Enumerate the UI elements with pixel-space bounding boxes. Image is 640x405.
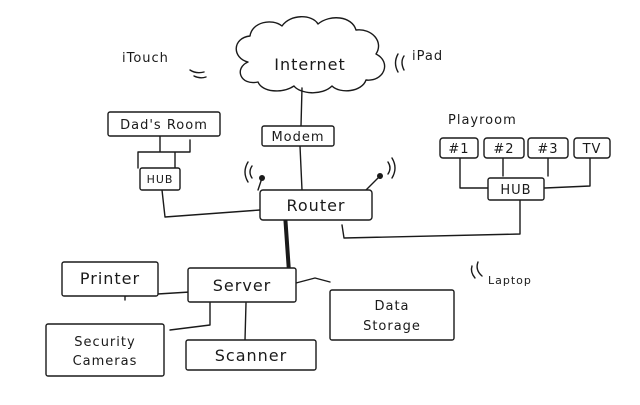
dads-room-links <box>137 135 191 169</box>
internet-modem-link <box>300 87 303 127</box>
device-2-box <box>483 137 525 159</box>
device-3-label: #3 <box>537 142 558 157</box>
wifi-waves <box>244 157 396 183</box>
data-storage-line2: Storage <box>363 319 421 334</box>
itouch-signal <box>189 69 207 79</box>
printer-box: Printer <box>61 261 159 297</box>
playroom-label: Playroom <box>448 113 517 128</box>
laptop-device: Laptop <box>470 261 532 287</box>
router-server-link <box>283 212 291 274</box>
router-left-hub-link <box>161 189 261 218</box>
modem-label: Modem <box>271 130 324 145</box>
internet-cloud: Internet <box>235 16 386 94</box>
internet-label: Internet <box>274 55 346 74</box>
dads-room-box: Dad's Room <box>107 111 221 137</box>
device-1-box <box>439 137 479 159</box>
laptop-signal <box>470 261 483 279</box>
server-scanner-link <box>244 302 247 341</box>
device-1-label: #1 <box>448 142 469 157</box>
device-3-box <box>527 137 569 159</box>
itouch-device: iTouch <box>122 51 207 79</box>
security-cameras-line1: Security <box>74 335 135 350</box>
security-cameras-line2: Cameras <box>73 354 138 369</box>
router-antenna-right <box>365 175 381 191</box>
itouch-label: iTouch <box>122 51 169 66</box>
data-storage-line1: Data <box>374 299 409 314</box>
ipad-device: iPad <box>394 49 443 73</box>
server-storage-link <box>295 277 331 284</box>
scanner-box: Scanner <box>185 339 317 371</box>
router-antenna-left-tip <box>259 175 265 181</box>
modem-box: Modem <box>261 125 335 147</box>
scanner-label: Scanner <box>215 346 287 365</box>
server-box: Server <box>187 267 297 303</box>
right-hub-box: HUB <box>487 177 545 201</box>
left-hub-label: HUB <box>147 173 174 186</box>
server-cameras-link <box>169 302 211 331</box>
playroom-group: Playroom #1 #2 #3 TV <box>439 113 611 159</box>
left-hub-box: HUB <box>139 167 181 191</box>
ipad-label: iPad <box>412 49 443 64</box>
playroom-device-links <box>459 157 591 189</box>
laptop-label: Laptop <box>488 274 532 287</box>
server-label: Server <box>213 276 271 295</box>
dads-room-label: Dad's Room <box>120 118 208 133</box>
right-hub-label: HUB <box>500 183 531 198</box>
router-label: Router <box>286 196 345 215</box>
tv-label: TV <box>582 142 602 157</box>
ipad-signal <box>394 53 405 73</box>
tv-box <box>573 137 611 159</box>
modem-router-link <box>299 145 303 191</box>
printer-label: Printer <box>80 269 140 288</box>
router-antenna-right-tip <box>377 173 383 179</box>
device-2-label: #2 <box>493 142 514 157</box>
security-cameras-box: Security Cameras <box>45 323 165 377</box>
router-box: Router <box>244 157 396 221</box>
router-right-hub-link <box>341 199 521 239</box>
data-storage-box: Data Storage <box>329 289 455 341</box>
